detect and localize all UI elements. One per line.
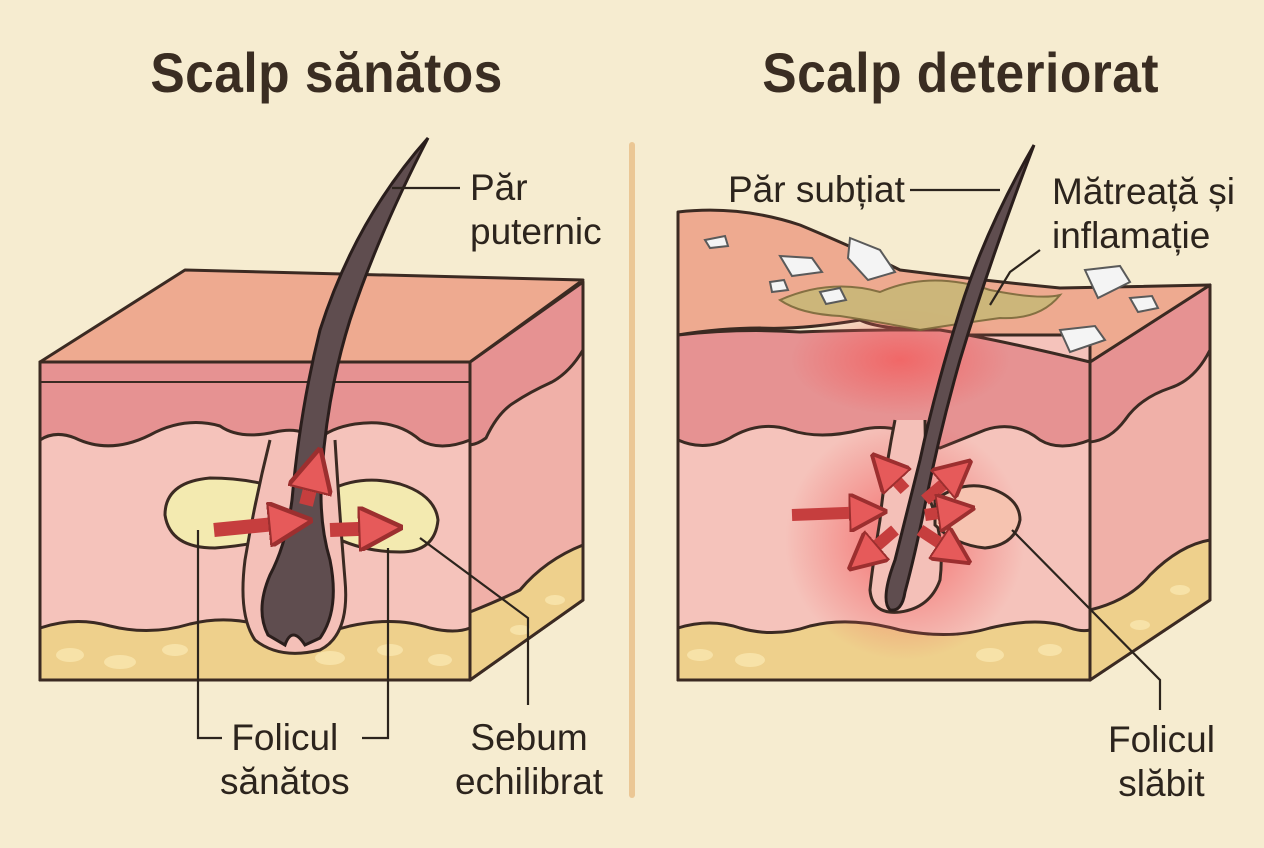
damaged-side-fat <box>1088 538 1212 682</box>
label-balanced-sebum: Sebum echilibrat <box>455 716 603 804</box>
healthy-leader-lines <box>196 186 530 740</box>
label-strong-hair-line1: Păr <box>470 167 528 208</box>
label-thin-hair-line1: Păr subțiat <box>728 169 905 210</box>
damaged-side-epidermis <box>1088 283 1212 444</box>
dandruff-crust <box>777 279 1063 332</box>
label-strong-hair-line2: puternic <box>470 211 602 252</box>
healthy-fat-dots <box>56 595 565 669</box>
damaged-leader-lines <box>910 188 1162 710</box>
healthy-nutrient-arrows <box>213 465 385 530</box>
healthy-side-fat <box>468 543 585 682</box>
dandruff-flakes <box>703 234 1160 354</box>
damaged-scalp-title: Scalp deteriorat <box>762 41 1160 104</box>
healthy-side-epidermis <box>468 280 585 447</box>
label-weak-follicle: Folicul slăbit <box>1108 718 1215 806</box>
label-weak-follicle-line2: slăbit <box>1118 763 1205 804</box>
label-thin-hair: Păr subțiat <box>728 168 905 212</box>
inflammation-arrows <box>791 465 960 560</box>
label-balanced-sebum-line2: echilibrat <box>455 761 604 802</box>
label-healthy-follicle-line2: sănătos <box>220 761 350 802</box>
label-weak-follicle-line1: Folicul <box>1108 719 1215 760</box>
healthy-scalp-title: Scalp sănătos <box>150 41 503 104</box>
label-balanced-sebum-line1: Sebum <box>470 717 588 758</box>
label-healthy-follicle-line1: Folicul <box>231 717 339 758</box>
label-healthy-follicle: Folicul sănătos <box>220 716 350 804</box>
label-dandruff-inflammation: Mătreață și inflamație <box>1052 170 1235 258</box>
label-strong-hair: Păr puternic <box>470 166 602 254</box>
label-dandruff-line2: inflamație <box>1052 215 1211 256</box>
damaged-fat-dots <box>687 585 1190 667</box>
label-dandruff-line1: Mătreață și <box>1052 171 1236 212</box>
